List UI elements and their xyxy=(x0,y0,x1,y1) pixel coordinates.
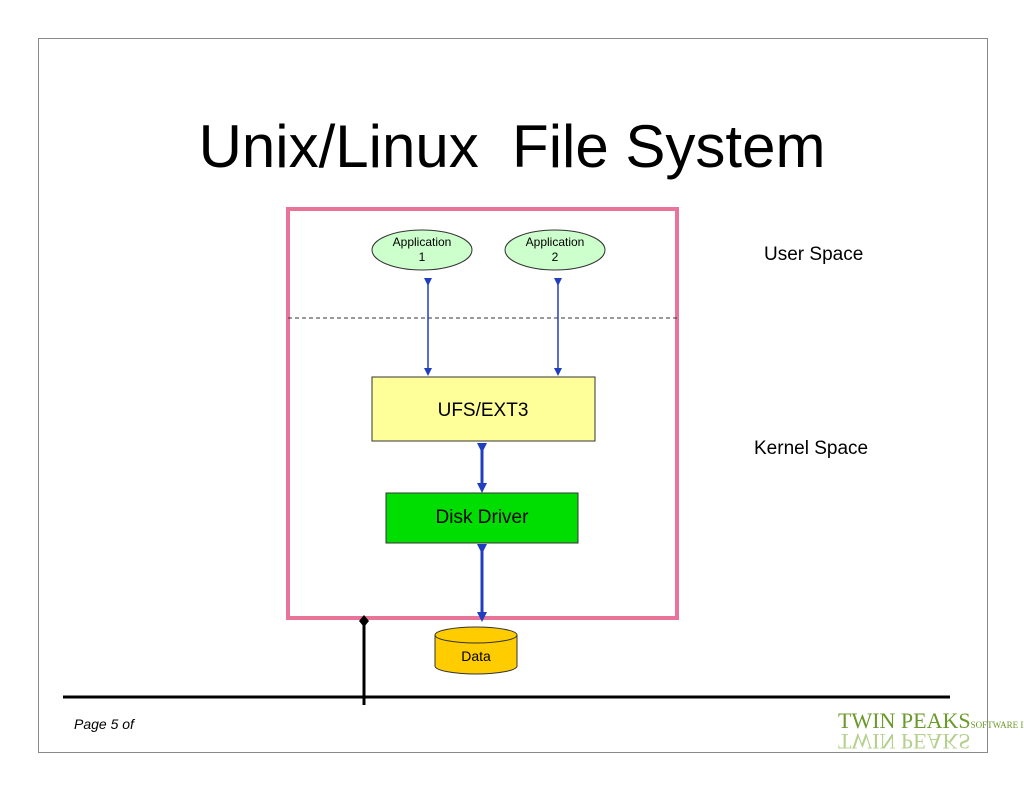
logo-name: TWIN PEAKS xyxy=(838,708,971,733)
disk-driver-label: Disk Driver xyxy=(436,507,530,528)
slide-title: Unix/Linux File System xyxy=(198,113,826,180)
filesystem-node: UFS/EXT3 xyxy=(371,376,596,442)
disk-driver-node: Disk Driver xyxy=(385,492,579,544)
application-1-line2: 1 xyxy=(419,250,426,264)
slide-frame xyxy=(38,38,988,753)
filesystem-label: UFS/EXT3 xyxy=(438,400,529,421)
application-2-line2: 2 xyxy=(552,250,559,264)
application-1-line1: Application xyxy=(393,235,452,249)
logo-reflection: TWIN PEAKS xyxy=(838,729,971,754)
kernel-space-label: Kernel Space xyxy=(754,438,869,459)
data-storage-cylinder: Data xyxy=(434,626,518,675)
data-label: Data xyxy=(461,648,491,664)
application-1-node: Application 1 xyxy=(371,229,473,271)
twin-peaks-logo: TWIN PEAKSSOFTWARE INC. TWIN PEAKS xyxy=(838,708,1024,754)
application-2-node: Application 2 xyxy=(504,229,606,271)
bus-stem-diamond xyxy=(359,615,369,627)
page-number: Page 5 of xyxy=(74,716,134,732)
logo-suffix: SOFTWARE INC. xyxy=(970,720,1024,730)
user-space-label: User Space xyxy=(764,244,864,265)
application-2-line1: Application xyxy=(526,235,585,249)
